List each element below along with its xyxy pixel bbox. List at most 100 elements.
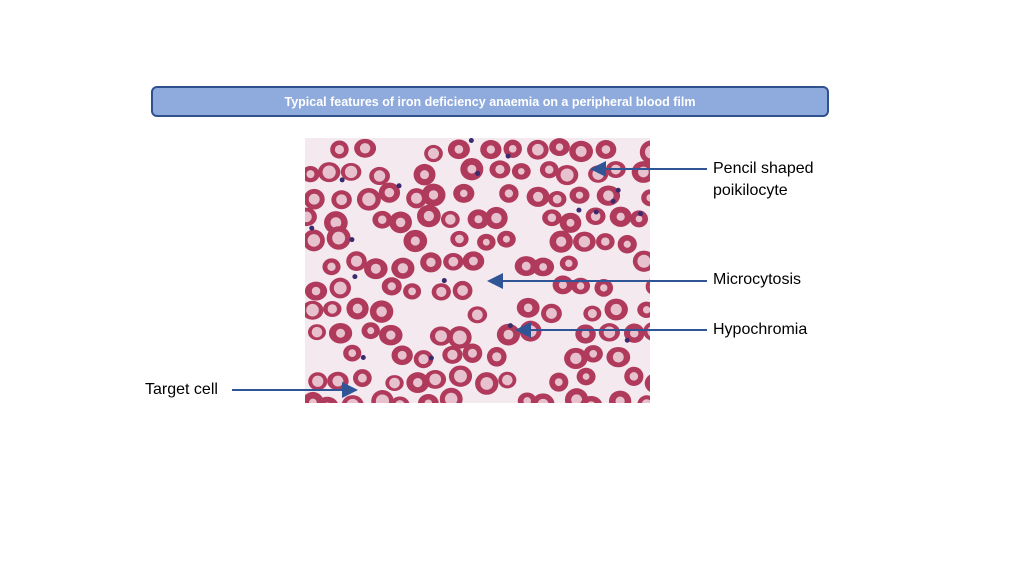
microcytosis-label: Microcytosis bbox=[713, 271, 802, 288]
red-blood-cell bbox=[467, 209, 490, 230]
platelet bbox=[349, 237, 355, 243]
red-blood-cell bbox=[330, 140, 349, 159]
red-blood-cell bbox=[585, 207, 606, 226]
red-blood-cell bbox=[498, 371, 517, 389]
platelet bbox=[352, 274, 358, 280]
red-blood-cell bbox=[323, 300, 342, 317]
blood-film-image bbox=[305, 138, 650, 403]
platelet bbox=[468, 138, 474, 143]
slide-title-box: Typical features of iron deficiency anae… bbox=[151, 86, 829, 117]
red-blood-cell bbox=[346, 297, 369, 320]
platelet bbox=[624, 337, 630, 343]
red-blood-cell bbox=[644, 374, 650, 392]
platelet bbox=[339, 177, 345, 183]
red-blood-cell bbox=[385, 375, 404, 391]
red-blood-cell bbox=[569, 186, 590, 204]
red-blood-cell bbox=[305, 281, 328, 301]
red-blood-cell bbox=[305, 300, 324, 320]
red-blood-cell bbox=[391, 257, 415, 279]
red-blood-cell bbox=[340, 162, 362, 181]
pencil-label: Pencil shaped poikilocyte bbox=[713, 158, 814, 202]
pencil-label-line2: poikilocyte bbox=[713, 182, 788, 199]
platelet bbox=[615, 187, 621, 193]
red-blood-cell bbox=[343, 344, 362, 362]
red-blood-cell bbox=[452, 280, 473, 301]
red-blood-cell bbox=[389, 211, 412, 234]
red-blood-cell bbox=[569, 140, 593, 163]
platelet bbox=[475, 170, 481, 176]
red-blood-cell bbox=[417, 393, 439, 403]
red-blood-cell bbox=[379, 324, 403, 346]
red-blood-cell bbox=[629, 210, 649, 228]
red-blood-cell bbox=[305, 165, 320, 183]
red-blood-cell bbox=[641, 189, 650, 207]
red-blood-cell bbox=[308, 372, 328, 391]
platelet bbox=[610, 198, 616, 204]
red-blood-cell bbox=[406, 188, 427, 209]
red-blood-cell bbox=[624, 366, 644, 386]
red-blood-cell bbox=[403, 229, 428, 253]
red-blood-cell bbox=[542, 209, 562, 227]
red-blood-cell bbox=[440, 210, 460, 228]
red-blood-cell bbox=[453, 183, 475, 203]
red-blood-cell bbox=[378, 182, 401, 203]
red-blood-cell bbox=[305, 207, 317, 227]
red-blood-cell bbox=[364, 258, 388, 280]
red-blood-cell bbox=[632, 250, 650, 272]
red-blood-cell bbox=[369, 300, 394, 323]
red-blood-cell bbox=[326, 226, 351, 250]
red-blood-cell bbox=[354, 138, 377, 158]
platelet bbox=[360, 355, 366, 361]
red-blood-cell bbox=[316, 396, 338, 403]
red-blood-cell bbox=[413, 163, 436, 186]
red-blood-cell bbox=[559, 212, 582, 233]
red-blood-cell bbox=[431, 283, 451, 301]
red-blood-cell bbox=[532, 257, 555, 277]
red-blood-cell bbox=[448, 365, 473, 387]
red-blood-cell bbox=[429, 326, 453, 346]
red-blood-cell bbox=[305, 229, 325, 252]
red-blood-cell bbox=[623, 323, 645, 343]
red-blood-cell bbox=[549, 138, 570, 157]
red-blood-cell bbox=[442, 345, 463, 364]
red-blood-cell bbox=[576, 367, 596, 386]
red-blood-cell bbox=[617, 235, 637, 254]
platelet bbox=[505, 153, 511, 159]
red-blood-cell bbox=[595, 233, 615, 251]
red-blood-cell bbox=[514, 256, 538, 277]
red-blood-cell bbox=[381, 277, 402, 296]
red-blood-cell bbox=[485, 206, 508, 230]
target-cell-label: Target cell bbox=[145, 381, 218, 398]
red-blood-cell bbox=[643, 322, 650, 341]
red-blood-cell bbox=[503, 139, 522, 158]
red-blood-cell bbox=[390, 396, 410, 403]
red-blood-cell bbox=[564, 347, 588, 370]
red-blood-cell bbox=[608, 390, 632, 403]
red-blood-cell bbox=[604, 298, 628, 321]
red-blood-cell bbox=[517, 392, 537, 403]
red-blood-cell bbox=[403, 283, 422, 300]
red-blood-cell bbox=[447, 326, 472, 349]
red-blood-cell bbox=[637, 301, 650, 318]
red-blood-cell bbox=[539, 161, 559, 179]
red-blood-cell bbox=[443, 252, 464, 271]
red-blood-cell bbox=[477, 233, 496, 251]
red-blood-cell bbox=[580, 396, 602, 403]
red-blood-cell bbox=[462, 343, 483, 363]
red-blood-cell bbox=[496, 323, 521, 346]
red-blood-cell bbox=[637, 395, 650, 403]
red-blood-cell bbox=[547, 191, 567, 208]
red-blood-cell bbox=[369, 166, 390, 186]
red-blood-cell bbox=[346, 251, 367, 271]
platelet bbox=[637, 211, 643, 217]
red-blood-cell bbox=[329, 277, 352, 299]
red-blood-cell bbox=[424, 144, 443, 163]
red-blood-cell bbox=[462, 251, 485, 271]
red-blood-cell bbox=[497, 230, 516, 248]
red-blood-cell bbox=[555, 164, 579, 186]
red-blood-cell bbox=[413, 350, 434, 369]
red-blood-cell bbox=[450, 230, 469, 248]
red-blood-cell bbox=[331, 190, 352, 210]
platelet bbox=[309, 225, 315, 231]
